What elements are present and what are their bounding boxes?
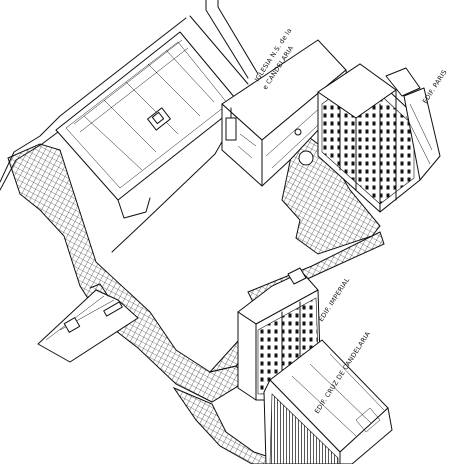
lower-left-block bbox=[37, 283, 139, 363]
label-edif-paris: EDIF. PARIS bbox=[421, 68, 449, 105]
edif-cruz-candelaria-building bbox=[263, 339, 393, 464]
plaza-block bbox=[55, 31, 241, 219]
church-facade-tower bbox=[225, 117, 237, 141]
edif-paris-building bbox=[317, 63, 441, 213]
edif-imperial-building bbox=[237, 267, 321, 401]
label-edif-imperial: EDIF. IMPERIAL bbox=[317, 276, 351, 323]
church-dome bbox=[298, 150, 314, 166]
